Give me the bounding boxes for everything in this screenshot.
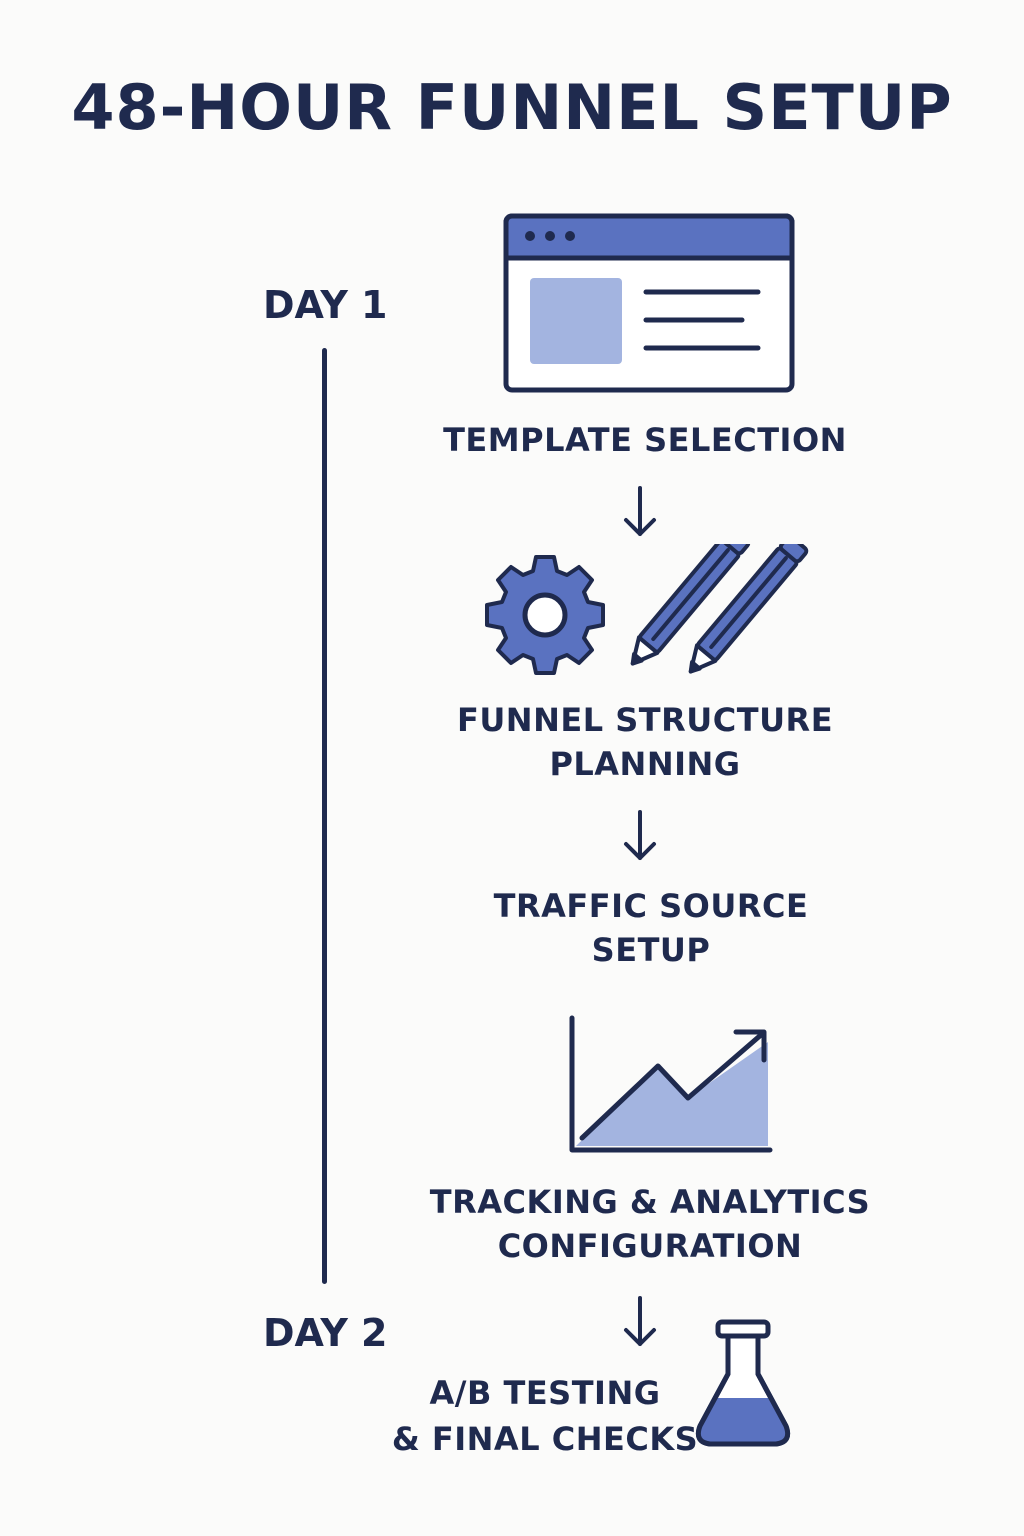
step-5-line-1: A/B TESTING — [429, 1374, 661, 1412]
step-tracking-analytics-configuration: TRACKING & ANALYTICS CONFIGURATION — [400, 1180, 900, 1268]
timeline-line — [322, 348, 327, 1284]
step-3-line-2: SETUP — [591, 931, 711, 969]
day-2-label: DAY 2 — [263, 1311, 388, 1355]
step-template-selection: TEMPLATE SELECTION — [410, 418, 880, 462]
flask-icon — [695, 1319, 791, 1447]
arrow-down-icon — [624, 1296, 656, 1346]
step-traffic-source-setup: TRAFFIC SOURCE SETUP — [416, 884, 886, 972]
pencils-icon — [630, 544, 809, 674]
diagram-title: 48-HOUR FUNNEL SETUP — [71, 71, 953, 144]
day-1-label: DAY 1 — [263, 283, 388, 327]
gear-icon — [485, 555, 605, 675]
step-1-line-1: TEMPLATE SELECTION — [443, 421, 847, 459]
step-ab-testing-final-checks: A/B TESTING & FINAL CHECKS — [380, 1370, 710, 1462]
step-4-line-2: CONFIGURATION — [497, 1227, 803, 1265]
growth-chart-icon — [569, 1015, 773, 1153]
step-5-line-2: & FINAL CHECKS — [391, 1420, 699, 1458]
browser-window-icon — [503, 213, 795, 393]
step-funnel-structure-planning: FUNNEL STRUCTURE PLANNING — [410, 698, 880, 786]
step-3-line-1: TRAFFIC SOURCE — [493, 887, 809, 925]
arrow-down-icon — [624, 486, 656, 536]
arrow-down-icon — [624, 810, 656, 860]
step-4-line-1: TRACKING & ANALYTICS — [429, 1183, 871, 1221]
step-2-line-2: PLANNING — [549, 745, 741, 783]
step-2-line-1: FUNNEL STRUCTURE — [456, 701, 834, 739]
